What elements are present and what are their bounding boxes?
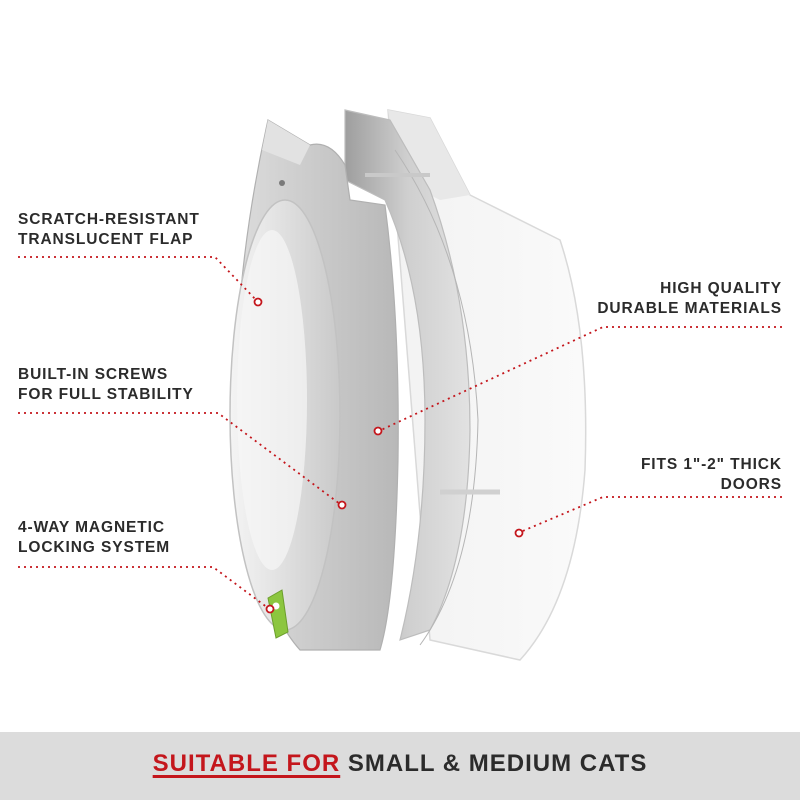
screws-callout-label: BUILT-IN SCREWS FOR FULL STABILITY: [18, 366, 194, 403]
translucent-flap: [229, 199, 341, 631]
footer-accent-text: SUITABLE FOR: [152, 750, 341, 777]
callout-lines: [18, 256, 782, 609]
flap-callout-dot: [253, 297, 263, 307]
doors-callout-label: FITS 1"-2" THICK DOORS: [640, 456, 782, 493]
footer-tagline: SUITABLE FOR SMALL & MEDIUM CATS: [0, 750, 800, 778]
callout-dots: [253, 297, 524, 614]
screws-callout-line: [18, 412, 341, 505]
locking-callout-line: [18, 566, 269, 609]
locking-callout-label: 4-WAY MAGNETIC LOCKING SYSTEM: [18, 519, 171, 556]
materials-callout-line: [380, 326, 782, 431]
magnetic-latch: [267, 589, 289, 639]
materials-callout-dot: [373, 426, 383, 436]
flap-callout-label: SCRATCH-RESISTANT TRANSLUCENT FLAP: [18, 211, 200, 248]
tunnel: [344, 109, 500, 646]
doors-callout-line: [517, 496, 782, 534]
materials-callout-label: HIGH QUALITY DURABLE MATERIALS: [597, 280, 782, 317]
screws-callout-dot: [337, 500, 347, 510]
locking-callout-dot: [265, 604, 275, 614]
footer-banner: SUITABLE FOR SMALL & MEDIUM CATS: [0, 732, 800, 800]
doors-callout-dot: [514, 528, 524, 538]
flap-callout-line: [18, 256, 259, 303]
footer-rest-text: SMALL & MEDIUM CATS: [347, 750, 648, 777]
